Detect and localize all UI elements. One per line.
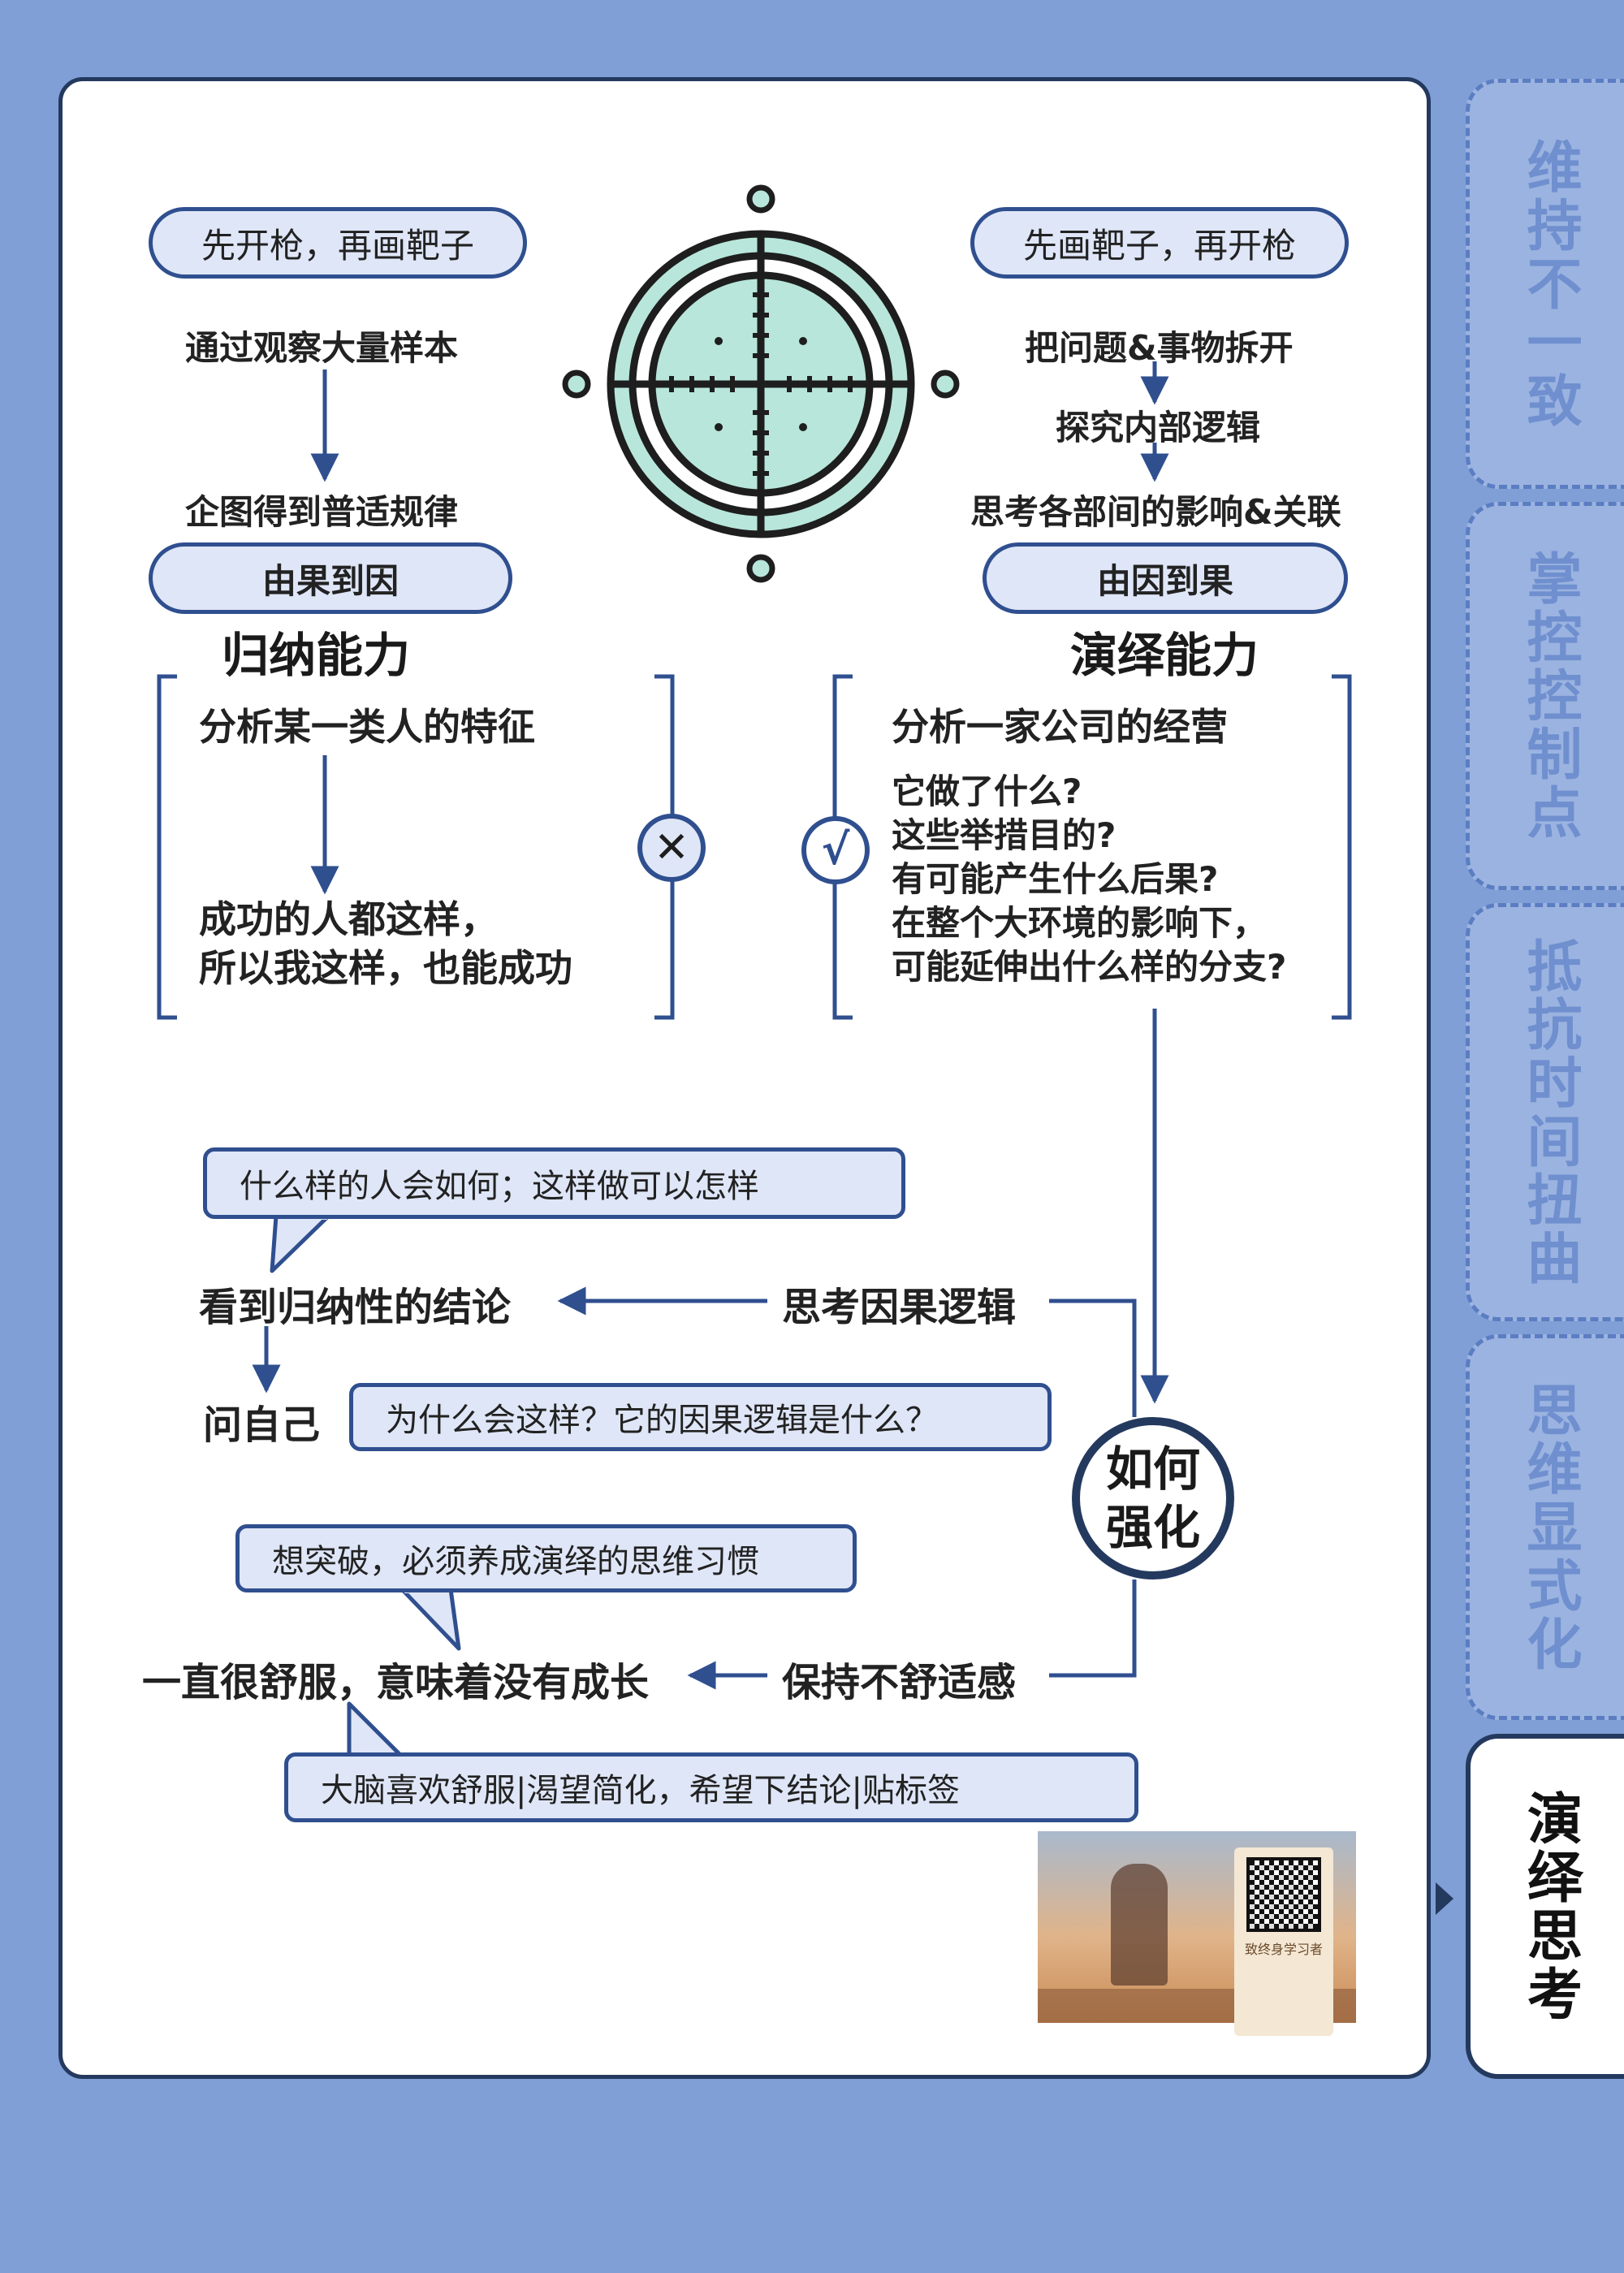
see-conclusion-label: 看到归纳性的结论 — [199, 1285, 512, 1330]
right-question-5: 可能延伸出什么样的分支? — [892, 947, 1287, 987]
right-box-title: 分析一家公司的经营 — [892, 705, 1228, 749]
bubble-conclusion-pattern: 什么样的人会如何；这样做可以怎样 — [203, 1147, 905, 1219]
left-box-line1: 分析某一类人的特征 — [199, 705, 535, 749]
tab-label-3: 抵抗时间扭曲 — [1517, 936, 1581, 1288]
tab-control-point[interactable]: 掌控控制点 — [1466, 502, 1624, 890]
right-question-1: 它做了什么? — [892, 771, 1082, 811]
left-direction-pill: 由果到因 — [149, 542, 512, 614]
bubble-brain-likes-text: 大脑喜欢舒服|渴望简化，希望下结论|贴标签 — [321, 1772, 960, 1809]
wrong-mark-icon: ✕ — [637, 814, 706, 882]
check-mark-text: √ — [821, 826, 850, 875]
bubble-breakthrough: 想突破，必须养成演绎的思维习惯 — [235, 1524, 857, 1592]
right-question-4: 在整个大环境的影响下， — [892, 903, 1268, 943]
bubble-conclusion-pattern-text: 什么样的人会如何；这样做可以怎样 — [240, 1168, 759, 1205]
left-step1: 通过观察大量样本 — [185, 328, 459, 368]
left-direction-text: 由果到因 — [261, 560, 399, 601]
strengthen-circle: 如何 强化 — [1072, 1417, 1234, 1579]
bubble-ask-why-text: 为什么会这样？它的因果逻辑是什么？ — [386, 1402, 938, 1439]
ask-self-label: 问自己 — [203, 1402, 321, 1448]
left-method-pill: 先开枪，再画靶子 — [149, 207, 527, 279]
right-question-3: 有可能产生什么后果? — [892, 859, 1219, 899]
think-causal-label: 思考因果逻辑 — [782, 1285, 1017, 1330]
right-step1: 把问题&事物拆开 — [1025, 328, 1294, 368]
right-step2: 探究内部逻辑 — [1056, 408, 1261, 447]
tab-explicit-thinking[interactable]: 思维显式化 — [1466, 1334, 1624, 1720]
ad-caption: 致终身学习者 — [1244, 1942, 1323, 1957]
induction-title: 归纳能力 — [222, 628, 411, 683]
right-method-text: 先画靶子，再开枪 — [1022, 225, 1296, 266]
tab-deductive-thinking[interactable]: 演绎思考 — [1466, 1734, 1624, 2079]
wrong-mark-text: ✕ — [654, 823, 689, 872]
tab-resist-time-distortion[interactable]: 抵抗时间扭曲 — [1466, 903, 1624, 1321]
bubble-brain-likes: 大脑喜欢舒服|渴望简化，希望下结论|贴标签 — [284, 1752, 1138, 1822]
right-question-2: 这些举措目的? — [892, 815, 1116, 855]
right-step3: 思考各部间的影响&关联 — [970, 492, 1341, 532]
check-mark-icon: √ — [801, 816, 870, 884]
tab-maintain-inconsistency[interactable]: 维持不一致 — [1466, 79, 1624, 489]
keep-uncomfortable-label: 保持不舒适感 — [782, 1660, 1017, 1705]
right-method-pill: 先画靶子，再开枪 — [970, 207, 1349, 279]
left-box-line2: 成功的人都这样， — [199, 897, 498, 941]
bubble-breakthrough-text: 想突破，必须养成演绎的思维习惯 — [272, 1543, 759, 1580]
bubble-ask-why: 为什么会这样？它的因果逻辑是什么？ — [349, 1383, 1052, 1451]
qr-code-icon[interactable] — [1246, 1857, 1321, 1932]
left-box-line3: 所以我这样，也能成功 — [199, 946, 572, 990]
tab-label-4: 思维显式化 — [1517, 1381, 1581, 1674]
tab-label-2: 掌控控制点 — [1517, 550, 1581, 842]
crosshair-icon — [562, 184, 960, 583]
tab-label-1: 维持不一致 — [1517, 137, 1581, 430]
right-direction-text: 由因到果 — [1096, 560, 1233, 601]
deduction-title: 演绎能力 — [1070, 628, 1259, 683]
strengthen-line2: 强化 — [1105, 1500, 1200, 1555]
left-method-text: 先开枪，再画靶子 — [201, 225, 474, 266]
tab-label-5: 演绎思考 — [1517, 1789, 1582, 2024]
runner-figure-icon — [1111, 1864, 1168, 1986]
left-step2: 企图得到普适规律 — [185, 492, 459, 532]
comfortable-label: 一直很舒服，意味着没有成长 — [142, 1660, 650, 1705]
ad-card: 致终身学习者 — [1234, 1847, 1333, 2036]
right-direction-pill: 由因到果 — [983, 542, 1348, 614]
strengthen-line1: 如何 — [1105, 1441, 1200, 1497]
